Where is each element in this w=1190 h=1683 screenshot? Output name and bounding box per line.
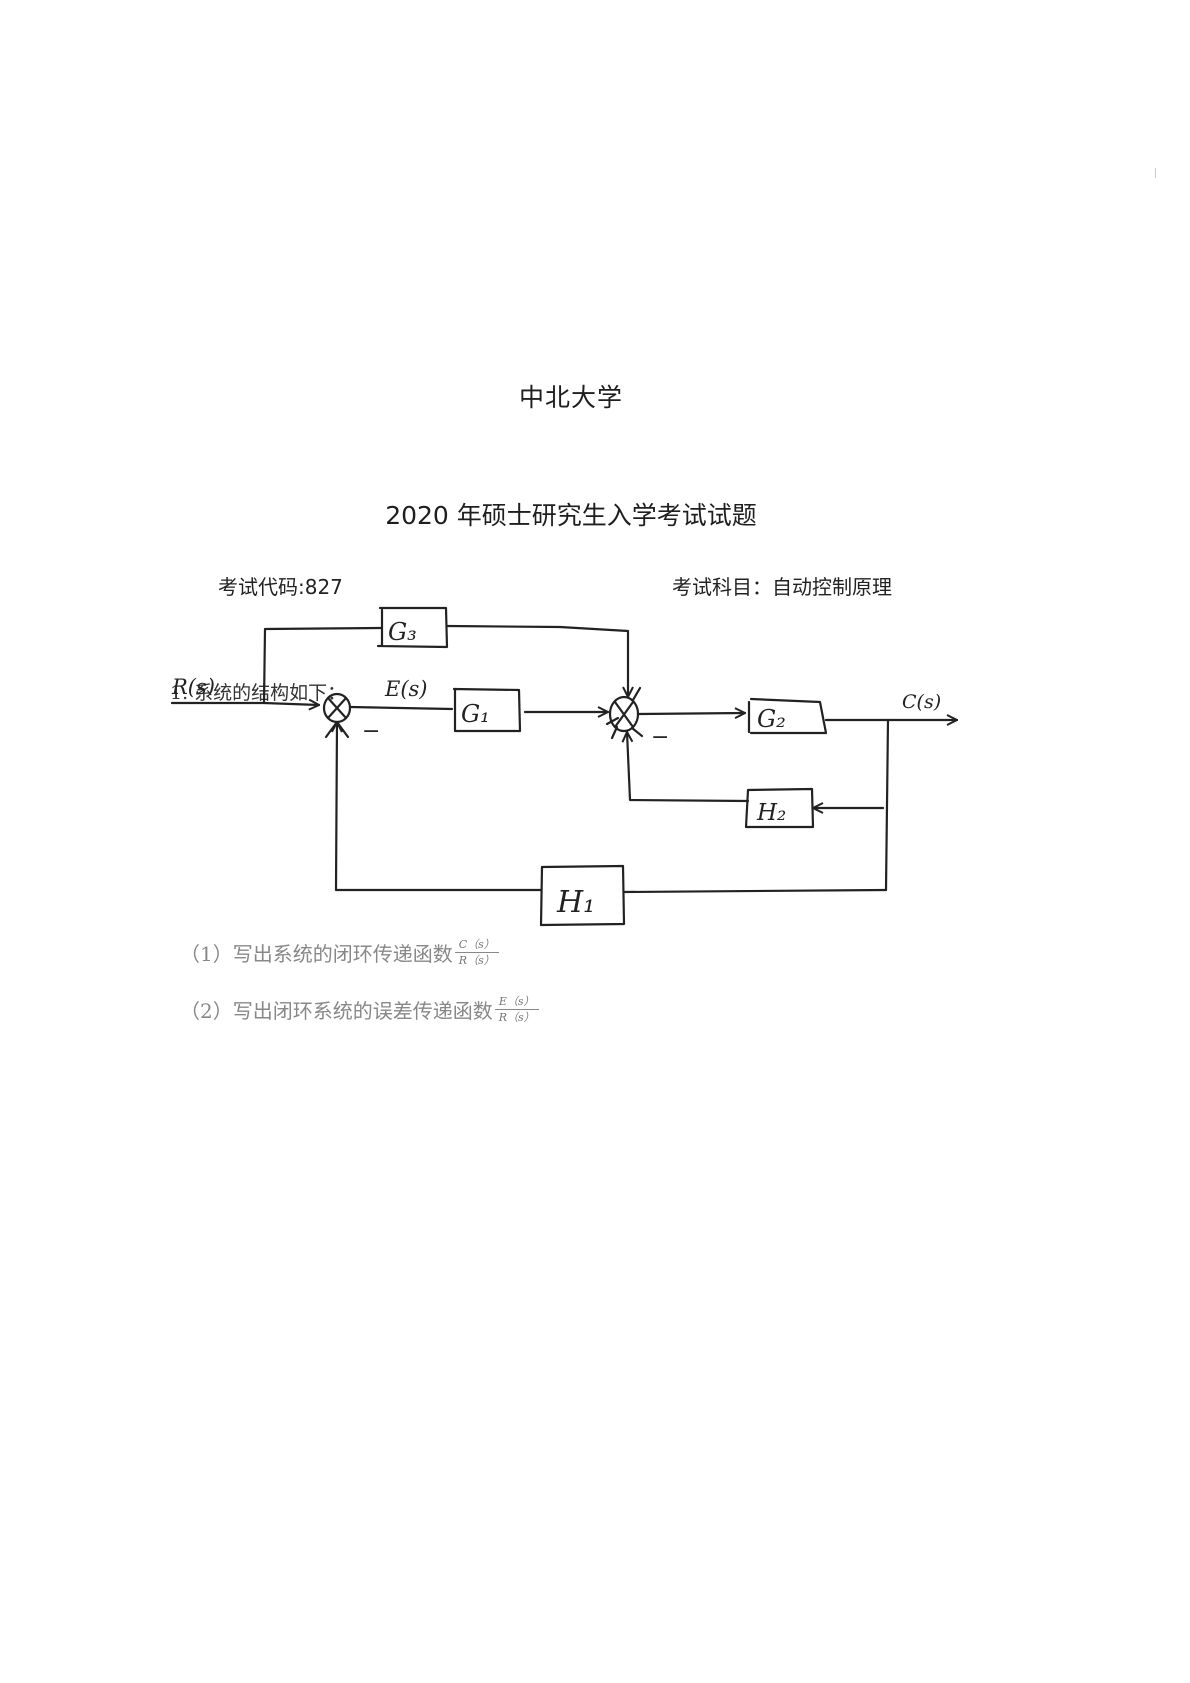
output-label-c-s: C(s) <box>902 691 941 713</box>
exam-subject: 考试科目：自动控制原理 <box>672 575 892 599</box>
h2-block <box>744 787 815 829</box>
sum2-minus-sign: − <box>651 725 669 750</box>
h1-to-sum1-line <box>336 720 543 892</box>
fraction-numerator: C（s） <box>454 938 499 953</box>
g2-block <box>747 697 828 735</box>
error-label-e-s: E(s) <box>384 677 428 701</box>
subquestion-2: （2）写出闭环系统的误差传递函数 E（s） R（s） <box>180 995 539 1024</box>
output-feedback-branch <box>884 718 890 892</box>
question-1-text: 1. 系统的结构如下： <box>170 682 347 704</box>
h2-to-sum2-line <box>627 732 750 803</box>
scan-artifact-mark <box>1155 168 1156 178</box>
g1-label: G₁ <box>461 700 490 728</box>
g3-block <box>376 606 449 649</box>
exam-code: 考试代码:827 <box>218 575 343 599</box>
g3-to-sum2-line <box>445 624 628 699</box>
exam-title: 2020 年硕士研究生入学考试试题 <box>385 501 757 530</box>
h1-label: H₁ <box>556 885 595 920</box>
feedforward-branch-line <box>262 626 383 705</box>
h2-label: H₂ <box>756 800 786 826</box>
input-to-sum1-arrow <box>262 703 319 705</box>
h1-block <box>539 864 626 927</box>
fraction-numerator: E（s） <box>494 995 539 1010</box>
output-to-h1-line <box>622 888 888 894</box>
g2-label: G₂ <box>757 705 786 733</box>
fraction-denominator: R（s） <box>498 1011 535 1024</box>
transfer-fraction-c-over-r: C（s） R（s） <box>454 938 499 967</box>
sum1-to-g1-line <box>348 705 454 711</box>
transfer-fraction-e-over-r: E（s） R（s） <box>494 995 539 1024</box>
g1-block <box>452 687 522 733</box>
sum2-to-g2-line <box>637 713 747 714</box>
sum1-minus-sign: − <box>362 719 380 744</box>
subquestion-2-text: （2）写出闭环系统的误差传递函数 <box>180 999 493 1023</box>
fraction-denominator: R（s） <box>458 954 495 967</box>
subquestion-1-text: （1）写出系统的闭环传递函数 <box>180 942 453 966</box>
subquestion-1: （1）写出系统的闭环传递函数 C（s） R（s） <box>180 938 499 967</box>
input-label-r-s: R(s) <box>171 675 215 699</box>
university-title: 中北大学 <box>518 383 623 412</box>
g3-label: G₃ <box>388 618 417 646</box>
